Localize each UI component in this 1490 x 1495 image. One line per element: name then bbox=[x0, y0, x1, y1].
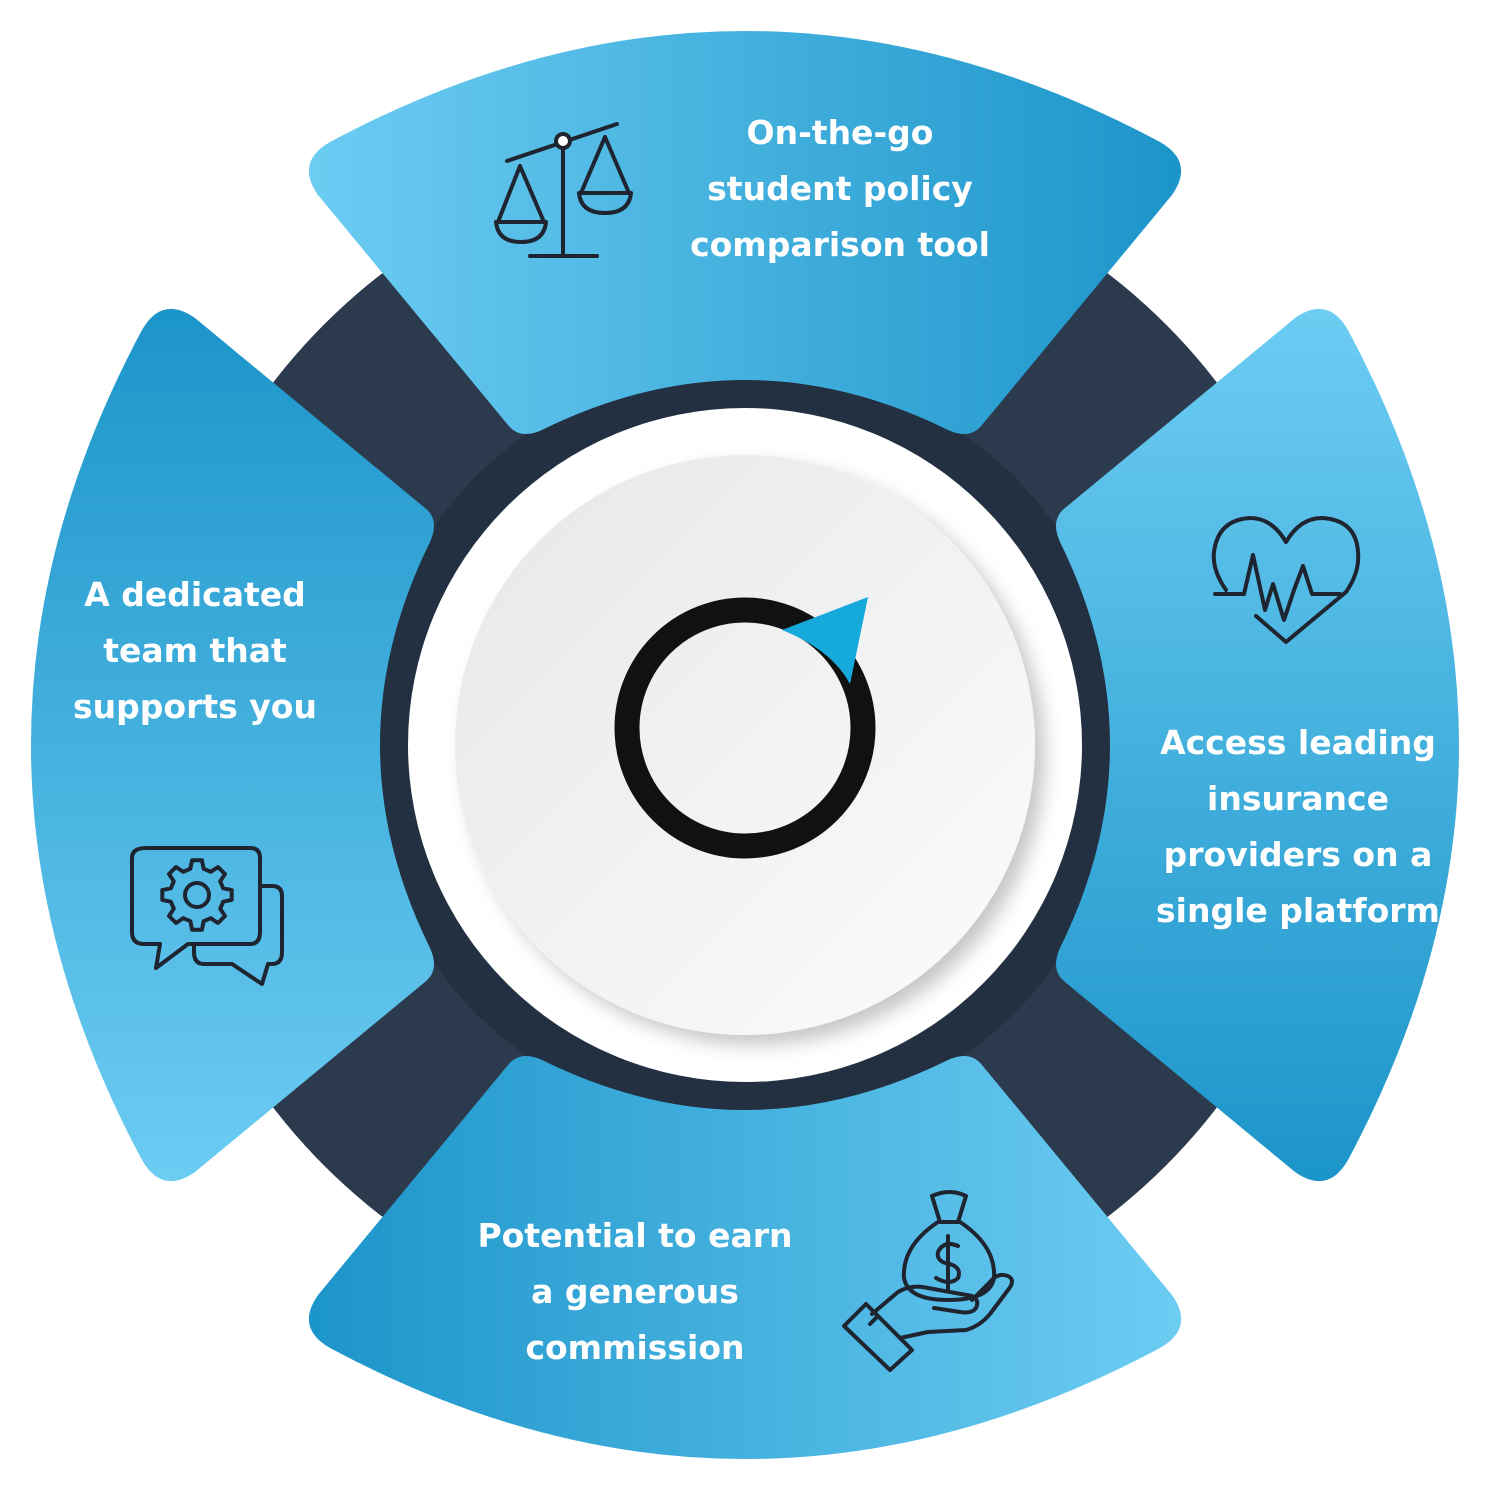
money-bag-hand-icon bbox=[842, 1190, 1014, 1372]
heartbeat-icon bbox=[1211, 516, 1361, 644]
segment-left[interactable] bbox=[31, 308, 434, 1182]
segment-bottom[interactable] bbox=[308, 1056, 1182, 1459]
segment-top[interactable] bbox=[308, 31, 1182, 434]
segment-right-line: insurance bbox=[1207, 779, 1389, 818]
segment-right-line: single platform bbox=[1156, 891, 1440, 930]
chat-gear-icon bbox=[130, 846, 284, 986]
segment-left-line: supports you bbox=[73, 687, 317, 726]
segment-bottom-line: Potential to earn bbox=[477, 1216, 793, 1255]
segment-bottom-line: commission bbox=[525, 1328, 745, 1367]
segment-right[interactable] bbox=[1056, 308, 1459, 1182]
center-disc bbox=[455, 455, 1035, 1035]
segment-left-label: A dedicated team that supports you bbox=[20, 567, 370, 735]
balance-scale-icon bbox=[494, 122, 633, 258]
segment-left-line: team that bbox=[103, 631, 287, 670]
ring-arrow-logo-icon bbox=[614, 597, 876, 859]
segment-top-label: On-the-go student policy comparison tool bbox=[640, 105, 1040, 273]
segment-left-line: A dedicated bbox=[84, 575, 306, 614]
segment-right-line: Access leading bbox=[1160, 723, 1436, 762]
segment-bottom-line: a generous bbox=[531, 1272, 739, 1311]
segment-bottom-label: Potential to earn a generous commission bbox=[455, 1208, 815, 1376]
segment-right-line: providers on a bbox=[1163, 835, 1433, 874]
segment-top-line: comparison tool bbox=[690, 225, 990, 264]
segment-top-line: student policy bbox=[707, 169, 973, 208]
segment-right-label: Access leading insurance providers on a … bbox=[1120, 715, 1476, 939]
segment-top-line: On-the-go bbox=[746, 113, 934, 152]
